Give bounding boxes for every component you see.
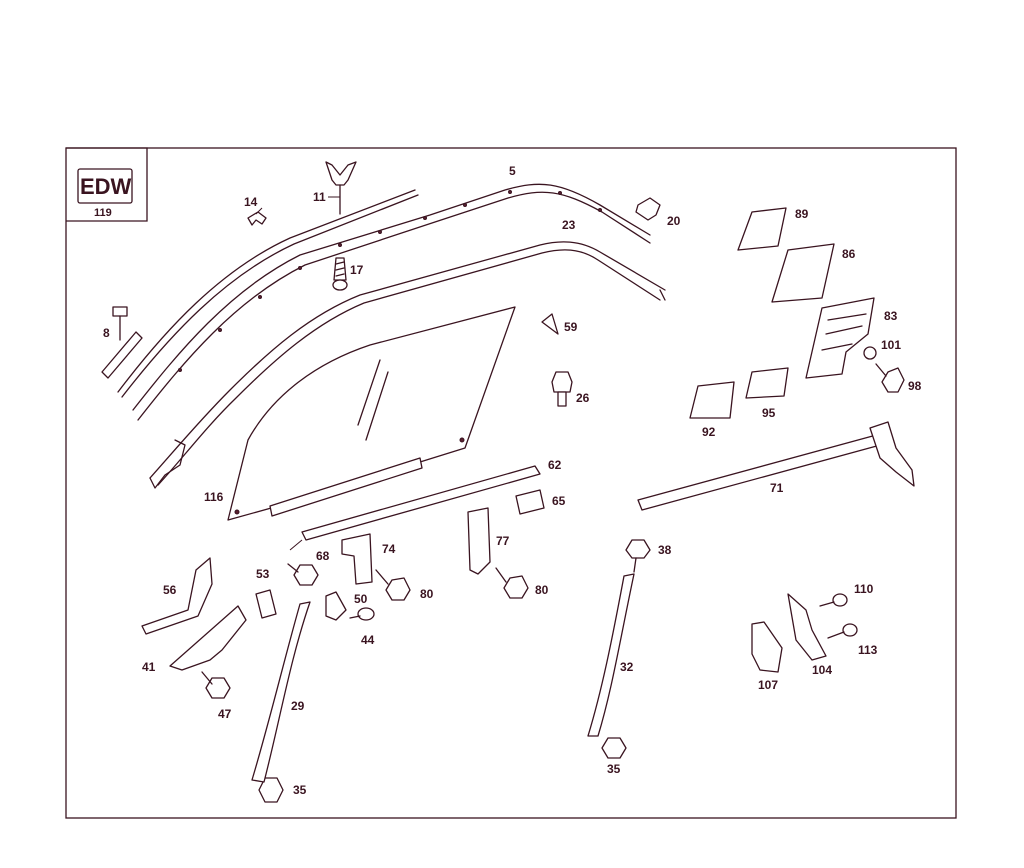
callout-86: 86 — [842, 247, 856, 261]
callout-44: 44 — [361, 633, 375, 647]
part-110-screw — [819, 593, 848, 607]
part-5-trim-strip — [132, 183, 651, 421]
part-83-bracket — [805, 297, 875, 379]
leader-lines — [119, 196, 340, 551]
callout-95: 95 — [762, 406, 776, 420]
part-80-bolt-a — [375, 569, 411, 601]
part-77-bracket — [467, 507, 491, 575]
callout-47: 47 — [218, 707, 232, 721]
callout-35-b: 35 — [607, 762, 621, 776]
part-50-clip — [325, 591, 347, 621]
part-26-pin — [551, 371, 573, 407]
callout-32: 32 — [620, 660, 634, 674]
part-44-screw — [349, 607, 375, 621]
part-20-end-cap — [635, 197, 661, 221]
callout-89: 89 — [795, 207, 809, 221]
part-53-clip — [255, 589, 277, 619]
callout-92: 92 — [702, 425, 716, 439]
callout-8: 8 — [103, 326, 110, 340]
part-41-bracket — [169, 605, 247, 671]
part-89-plate — [737, 207, 787, 251]
part-38-bolt — [625, 539, 651, 573]
callout-65: 65 — [552, 494, 566, 508]
callout-56: 56 — [163, 583, 177, 597]
callout-77: 77 — [496, 534, 510, 548]
part-68-bolt — [287, 563, 319, 586]
group-number: 119 — [94, 207, 112, 219]
part-98-bolt — [875, 363, 905, 393]
callout-113: 113 — [858, 643, 878, 657]
callout-17: 17 — [350, 263, 364, 277]
part-65-clip — [515, 489, 545, 515]
group-code: EDW — [80, 174, 132, 199]
part-17-screw — [332, 257, 348, 291]
callout-80-b: 80 — [535, 583, 549, 597]
callout-80-a: 80 — [420, 587, 434, 601]
callout-50: 50 — [354, 592, 368, 606]
part-101-washer — [863, 346, 877, 360]
part-95-clip — [745, 367, 789, 399]
part-14-clip — [247, 211, 267, 226]
callout-59: 59 — [564, 320, 578, 334]
callout-26: 26 — [576, 391, 590, 405]
part-29-guide-rail — [251, 601, 311, 783]
callout-23: 23 — [562, 218, 576, 232]
part-8-strip — [101, 306, 143, 379]
part-62-lower-channel — [301, 465, 541, 541]
callout-41: 41 — [142, 660, 156, 674]
part-92-clip — [689, 381, 735, 419]
callout-98: 98 — [908, 379, 922, 393]
header-box: EDW 119 — [66, 147, 148, 222]
callout-104: 104 — [812, 663, 832, 677]
callout-20: 20 — [667, 214, 681, 228]
part-71-guide-rail — [637, 421, 915, 511]
callout-62: 62 — [548, 458, 562, 472]
callout-68: 68 — [316, 549, 330, 563]
part-74-bracket — [341, 533, 373, 585]
part-104-bracket — [787, 593, 827, 661]
part-35-nut-b — [601, 737, 627, 759]
callout-101: 101 — [881, 338, 901, 352]
part-47-bolt — [201, 671, 231, 699]
callout-29: 29 — [291, 699, 305, 713]
diagram-frame — [65, 147, 957, 819]
callout-74: 74 — [382, 542, 396, 556]
callout-35-a: 35 — [293, 783, 307, 797]
part-56-bracket — [141, 557, 213, 635]
callout-107: 107 — [758, 678, 778, 692]
part-35-nut-a — [258, 777, 284, 803]
part-116-window-glass — [227, 306, 516, 521]
callout-38: 38 — [658, 543, 672, 557]
callout-83: 83 — [884, 309, 898, 323]
callout-116: 116 — [204, 490, 224, 504]
callout-53: 53 — [256, 567, 270, 581]
callout-11: 11 — [313, 190, 326, 204]
part-80-bolt-b — [495, 567, 529, 599]
part-11-seal-strip — [117, 161, 419, 398]
part-23-window-frame — [149, 241, 666, 489]
part-113-screw — [827, 623, 858, 639]
part-107-clip — [751, 621, 783, 673]
part-59-wedge — [541, 313, 559, 335]
part-86-plate — [771, 243, 835, 303]
part-32-guide-rail — [587, 573, 635, 737]
callout-5: 5 — [509, 164, 516, 178]
callout-110: 110 — [854, 582, 874, 596]
callout-14: 14 — [244, 195, 258, 209]
callout-71: 71 — [770, 481, 784, 495]
